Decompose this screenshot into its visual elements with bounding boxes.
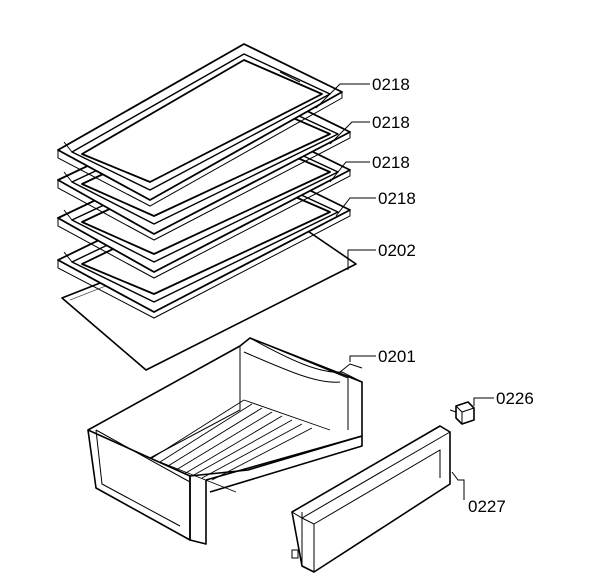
drawer-0201 — [87, 337, 363, 545]
drawer-floor-ribs — [151, 399, 331, 493]
label-shelf-2: 0218 — [372, 113, 410, 132]
label-clip: 0226 — [496, 389, 534, 408]
label-drawer-front: 0227 — [468, 497, 506, 516]
label-shelf-3: 0218 — [372, 153, 410, 172]
clip-0226 — [449, 397, 494, 425]
label-shelf-4: 0218 — [378, 189, 416, 208]
drawer-front-0227 — [291, 425, 465, 573]
shelf-frame-1 — [57, 43, 343, 207]
leader-line-drawer — [349, 355, 376, 362]
label-glass-plate: 0202 — [378, 241, 416, 260]
label-drawer: 0201 — [378, 347, 416, 366]
leader-lines-top — [315, 83, 376, 270]
label-shelf-1: 0218 — [372, 75, 410, 94]
part-labels: 0218 0218 0218 0218 0202 0201 0226 0227 — [372, 75, 534, 516]
